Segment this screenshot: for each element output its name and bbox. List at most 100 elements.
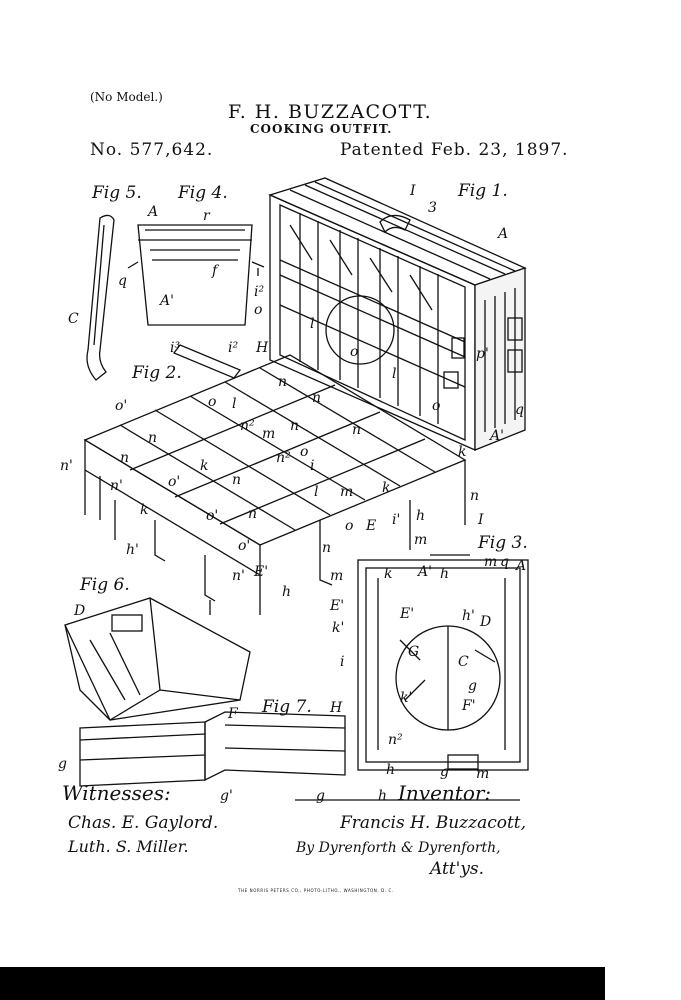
printer-imprint: THE NORRIS PETERS CO., PHOTO-LITHO., WAS… [238, 888, 394, 893]
ref-letter: i [340, 654, 344, 670]
ref-letter: i² [254, 284, 264, 300]
figure-7-drawing [79, 711, 346, 787]
fig-6-caption: Fig 6. [79, 575, 130, 595]
ref-letter: n [352, 422, 361, 438]
ref-letter: k [382, 480, 390, 496]
patent-drawings: Fig 5. Fig 4. Fig 1. Fig 2. Fig 3. Fig 6… [58, 177, 529, 879]
fig-1-caption: Fig 1. [457, 181, 508, 201]
fig-4-caption: Fig 4. [177, 183, 228, 203]
ref-letter: n [232, 472, 241, 488]
ref-letter: i² [228, 340, 238, 356]
ref-letter: k' [332, 620, 344, 636]
ref-letter: l [314, 484, 318, 500]
ref-letter: m [330, 568, 343, 584]
fig-2-caption: Fig 2. [131, 363, 182, 383]
ref-letter: o [208, 394, 216, 410]
ref-letter: h [386, 762, 395, 778]
ref-letter: g [468, 678, 477, 694]
inventor-label: Inventor: [397, 781, 491, 805]
ref-letter: q [500, 554, 509, 570]
ref-letter: I [477, 512, 484, 528]
patent-date: Patented Feb. 23, 1897. [340, 140, 569, 160]
ref-letter: q [515, 402, 524, 418]
ref-letter: o' [115, 398, 127, 414]
ref-letter: f [211, 263, 220, 279]
figure-1-drawing [268, 177, 527, 451]
ref-letter: F' [461, 698, 476, 714]
ref-letter: D [479, 614, 491, 630]
ref-letter: n [248, 506, 257, 522]
ref-letter: k [140, 502, 148, 518]
ref-letter: l [392, 366, 396, 382]
ref-letter: o [254, 302, 262, 318]
inventor-signature: Francis H. Buzzacott, [339, 813, 526, 833]
attorneys-label: Att'ys. [428, 859, 484, 879]
ref-letter: n [290, 418, 299, 434]
invention-title: COOKING OUTFIT. [250, 122, 393, 136]
fig-5-caption: Fig 5. [91, 183, 142, 203]
ref-letter: g' [220, 788, 233, 804]
ref-letter: D [73, 603, 85, 619]
ref-letter: 3 [428, 200, 437, 216]
patent-number: No. 577,642. [90, 140, 214, 160]
ref-letter: o [350, 344, 358, 360]
ref-letter: n [120, 450, 129, 466]
ref-letter: m [340, 484, 353, 500]
ref-letter: o' [168, 474, 180, 490]
ref-letter: i' [392, 512, 400, 528]
ref-letter: n' [232, 568, 245, 584]
ref-letter: m [484, 554, 497, 570]
ref-letter: r [203, 208, 211, 224]
ref-letter: n [278, 374, 287, 390]
ref-letter: n² [388, 732, 403, 748]
scan-edge-bar [0, 967, 605, 1000]
ref-letter: g [58, 756, 67, 772]
ref-letter: G [408, 644, 419, 660]
ref-letter: g [316, 788, 325, 804]
ref-letter: n' [110, 478, 123, 494]
ref-letter: n [312, 390, 321, 406]
figure-3-drawing [357, 554, 529, 771]
model-note: (No Model.) [90, 90, 163, 104]
witness-2-signature: Luth. S. Miller. [67, 837, 189, 856]
ref-letter: k [200, 458, 208, 474]
ref-letter: k' [400, 690, 412, 706]
ref-letter: h [282, 584, 291, 600]
ref-letter: A [146, 204, 158, 220]
ref-letter: h [416, 508, 425, 524]
ref-letter: m [414, 532, 427, 548]
ref-letter: C [68, 311, 79, 327]
ref-letter: E' [253, 564, 268, 580]
ref-letter: E [365, 518, 376, 534]
ref-letter: A [496, 226, 508, 242]
ref-letter: o' [206, 508, 218, 524]
ref-letter: E' [329, 598, 344, 614]
ref-letter: n² [240, 418, 255, 434]
ref-letter: k [458, 444, 466, 460]
ref-letter: h' [126, 542, 139, 558]
scan-margin [605, 0, 681, 1000]
ref-letter: k [384, 566, 392, 582]
ref-letter: o' [238, 538, 250, 554]
ref-letter: l [232, 396, 236, 412]
ref-letter: i³ [170, 340, 180, 356]
witnesses-label: Witnesses: [62, 781, 171, 805]
fig-3-caption: Fig 3. [477, 533, 528, 553]
ref-letter: o [432, 398, 440, 414]
ref-letter: n' [60, 458, 73, 474]
ref-letter: o [300, 444, 308, 460]
ref-letter: A [514, 558, 526, 574]
ref-letter: F [227, 706, 239, 722]
ref-letter: i [310, 458, 314, 474]
figure-5-drawing [86, 214, 115, 381]
ref-letter: H [329, 700, 343, 716]
ref-letter: m [476, 766, 489, 782]
fig-7-caption: Fig 7. [261, 697, 312, 717]
ref-letter: g [440, 764, 449, 780]
inventor-name: F. H. BUZZACOTT. [228, 101, 433, 123]
ref-letter: E' [399, 606, 414, 622]
witness-1-signature: Chas. E. Gaylord. [68, 813, 218, 833]
ref-letter: h [440, 566, 449, 582]
ref-letter: n² [276, 450, 291, 466]
ref-letter: H [255, 340, 269, 356]
